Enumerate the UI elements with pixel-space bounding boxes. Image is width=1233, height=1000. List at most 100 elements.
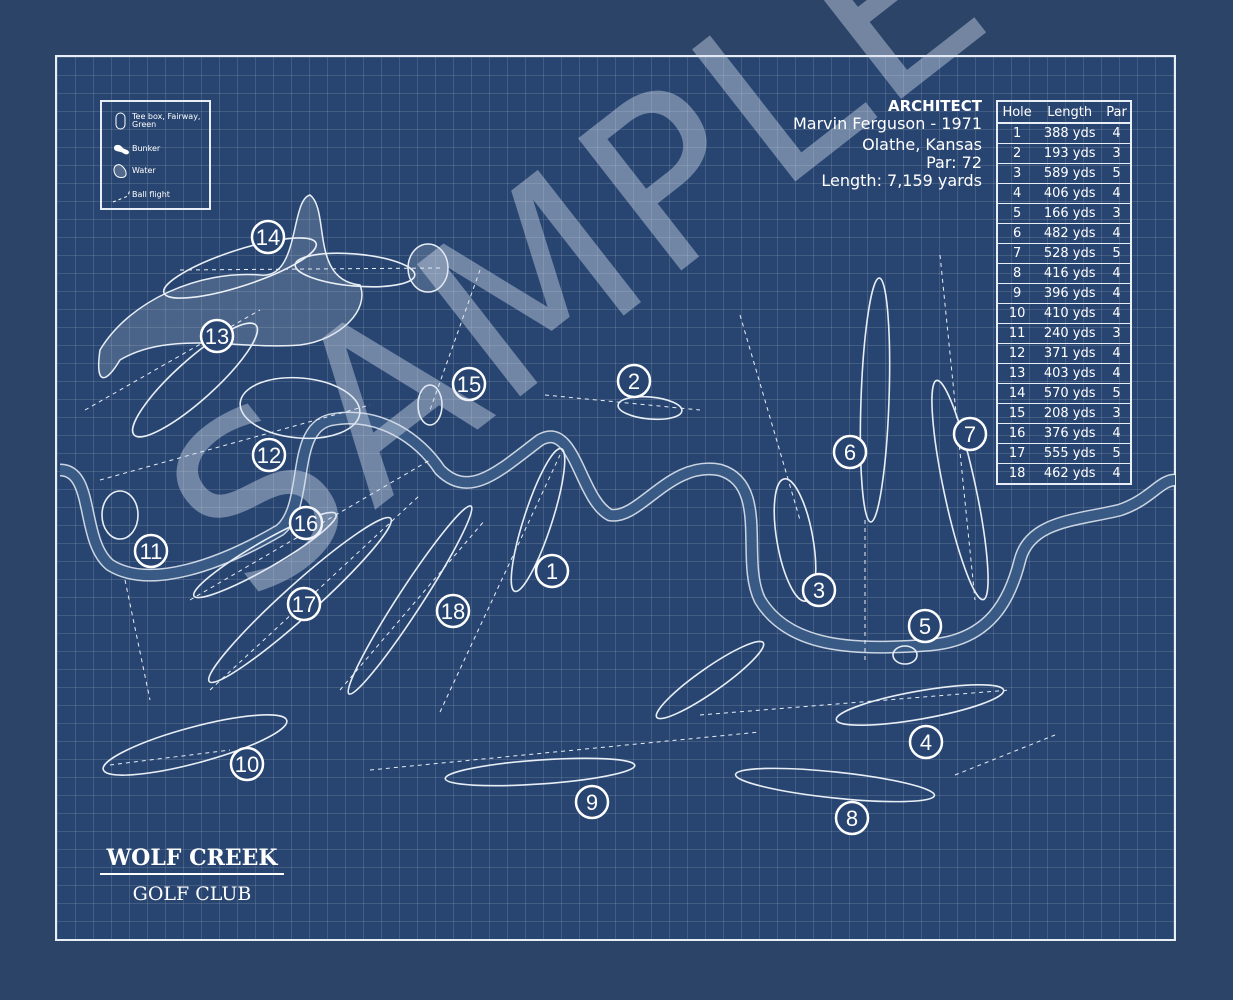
- ball-flight-line: [179, 267, 441, 271]
- legend-label: Water: [132, 166, 156, 175]
- hole-length: 208 yds: [1036, 403, 1104, 424]
- hole-length: 410 yds: [1036, 303, 1104, 324]
- hole-par: 4: [1103, 263, 1131, 284]
- hole-number-label: 7: [964, 422, 976, 447]
- hole-marker: [616, 363, 652, 399]
- ball-flight-icon: [112, 188, 131, 203]
- fairway: [101, 490, 139, 540]
- hole-length: 482 yds: [1036, 223, 1104, 244]
- fairway: [510, 447, 566, 593]
- hole-length: 589 yds: [1036, 163, 1104, 184]
- hole-number-label: 13: [205, 324, 229, 349]
- hole-par: 4: [1103, 423, 1131, 444]
- ball-flight-line: [954, 734, 1056, 776]
- hole-number-label: 2: [628, 369, 640, 394]
- ball-flight-line: [429, 269, 481, 411]
- club-title: WOLF CREEK GOLF CLUB: [100, 845, 284, 905]
- blueprint-frame: [55, 55, 1176, 941]
- fairway: [162, 237, 318, 299]
- hole-length: 570 yds: [1036, 383, 1104, 404]
- hole-number: 18: [997, 463, 1037, 484]
- hole-number-label: 14: [256, 225, 280, 250]
- hole-marker: [133, 533, 169, 569]
- legend-item: Tee box, Fairway, Green: [110, 112, 202, 130]
- course-par: Par: 72: [926, 153, 982, 172]
- creek-inner: [59, 413, 1176, 653]
- hole-number-label: 9: [586, 790, 598, 815]
- hole-number: 1: [997, 122, 1037, 144]
- club-name: WOLF CREEK: [100, 845, 284, 875]
- ball-flight-line: [369, 731, 761, 771]
- fairway: [294, 252, 416, 288]
- hole-number-label: 16: [294, 511, 318, 536]
- hole-marker: [907, 608, 943, 644]
- hole-marker: [288, 505, 324, 541]
- fairway: [617, 395, 683, 421]
- hole-par: 4: [1103, 463, 1131, 484]
- hole-number: 13: [997, 363, 1037, 384]
- fairway: [859, 277, 891, 523]
- hole-par: 5: [1103, 243, 1131, 264]
- hole-par: 4: [1103, 122, 1131, 144]
- hole-number: 6: [997, 223, 1037, 244]
- hole-marker: [229, 746, 265, 782]
- hole-length: 166 yds: [1036, 203, 1104, 224]
- water-icon: [113, 164, 127, 178]
- hole-marker: [286, 586, 322, 622]
- fairway: [835, 684, 1005, 726]
- legend-item: Water: [110, 162, 156, 180]
- hole-par: 4: [1103, 183, 1131, 204]
- hole-marker: [832, 434, 868, 470]
- ball-flight-line: [124, 579, 151, 701]
- hole-par: 3: [1103, 403, 1131, 424]
- hole-par: 3: [1103, 203, 1131, 224]
- ball-flight-line: [339, 519, 486, 691]
- legend-label: Tee box, Fairway, Green: [132, 112, 201, 129]
- course-info: ARCHITECT Marvin Ferguson - 1971 Olathe,…: [793, 97, 982, 190]
- hole-length: 416 yds: [1036, 263, 1104, 284]
- hole-par: 4: [1103, 223, 1131, 244]
- ball-flight-line: [699, 689, 1011, 716]
- fairway: [102, 714, 288, 776]
- legend: Tee box, Fairway, Green Bunker Water Bal…: [100, 100, 211, 210]
- fairway: [892, 645, 918, 665]
- hole-length: 462 yds: [1036, 463, 1104, 484]
- ball-flight-line: [84, 309, 261, 411]
- hole-marker: [251, 437, 287, 473]
- hole-marker: [834, 800, 870, 836]
- fairway: [131, 322, 259, 438]
- ball-flight-line: [544, 394, 701, 411]
- architect-name: Marvin Ferguson - 1971: [792, 114, 982, 133]
- fairway: [931, 379, 989, 601]
- hole-par: 3: [1103, 143, 1131, 164]
- legend-item: Bunker: [110, 140, 160, 158]
- hole-number: 17: [997, 443, 1037, 464]
- hole-par: 4: [1103, 303, 1131, 324]
- hole-number: 2: [997, 143, 1037, 164]
- fairway: [444, 757, 636, 787]
- hole-marker: [435, 593, 471, 629]
- hole-length: 528 yds: [1036, 243, 1104, 264]
- hole-number: 5: [997, 203, 1037, 224]
- hole-length: 406 yds: [1036, 183, 1104, 204]
- hole-number-label: 3: [813, 578, 825, 603]
- hole-number: 14: [997, 383, 1037, 404]
- hole-marker: [952, 416, 988, 452]
- hole-length: 555 yds: [1036, 443, 1104, 464]
- hole-number-label: 10: [235, 752, 259, 777]
- hole-par: 5: [1103, 443, 1131, 464]
- hole-length: 403 yds: [1036, 363, 1104, 384]
- hole-par: 5: [1103, 163, 1131, 184]
